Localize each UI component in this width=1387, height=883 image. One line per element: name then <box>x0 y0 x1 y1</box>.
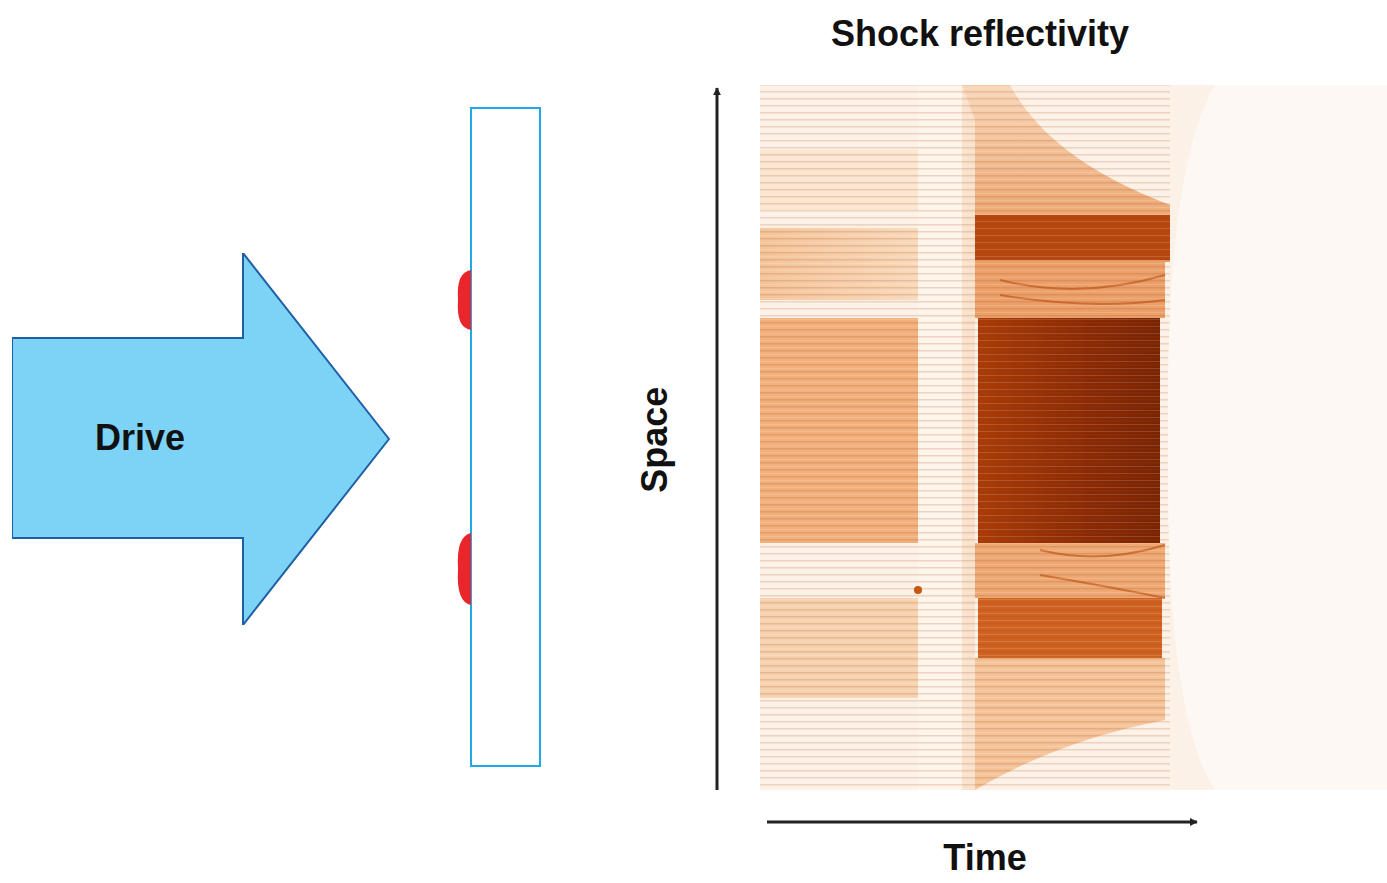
panel-heading: Shock reflectivity <box>831 14 1129 54</box>
text-holder: Shock reflectivity <box>760 4 1200 64</box>
axis-label: Space <box>635 387 675 493</box>
arrow-outline <box>12 253 390 625</box>
surface-bump <box>458 270 471 330</box>
axis-label: Time <box>943 838 1026 878</box>
surface-bump <box>458 533 471 605</box>
target-slab <box>471 108 540 766</box>
arrow-shape <box>12 253 389 625</box>
image-texture <box>760 85 1170 790</box>
image-ground <box>760 85 1387 790</box>
image-panel: Shock reflectivity <box>760 0 1387 790</box>
drive-arrow: Drive <box>12 253 390 625</box>
arrow-label: Drive <box>95 418 185 458</box>
time-axis <box>767 821 1197 824</box>
text-holder: Drive <box>12 338 268 538</box>
image-blank-region <box>1168 85 1387 790</box>
image-dot <box>914 586 922 594</box>
space-axis <box>716 88 719 790</box>
streak-image <box>760 85 1387 790</box>
